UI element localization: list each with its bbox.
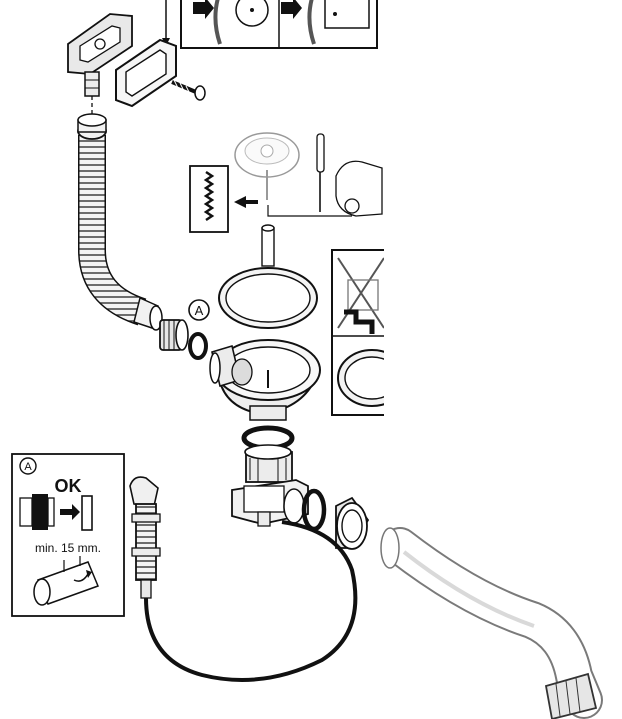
pop-up-threaded-body xyxy=(131,503,161,599)
strainer-basket xyxy=(234,132,300,200)
waste-outlet-body xyxy=(209,339,321,421)
overflow-gasket xyxy=(115,38,177,108)
fixing-screw xyxy=(171,79,206,101)
callout-a-label: A xyxy=(195,303,204,318)
hose-washer xyxy=(188,332,208,360)
tailpiece-nut xyxy=(544,672,598,719)
pop-up-knob xyxy=(129,476,159,507)
callout-a: A xyxy=(188,299,210,321)
sealing-ring xyxy=(218,267,318,329)
hose-lock-nut xyxy=(159,319,189,351)
overflow-step-panel xyxy=(180,0,378,49)
overflow-hose xyxy=(77,113,163,331)
left-arrow-icon xyxy=(234,196,258,208)
cable-detail-box xyxy=(189,165,229,233)
right-arrow-icon xyxy=(60,504,80,520)
curved-tailpiece xyxy=(380,527,603,719)
fitting-icon xyxy=(19,494,55,530)
overflow-head xyxy=(67,13,133,120)
step-arrow-icon xyxy=(193,0,302,19)
hand-icon xyxy=(335,160,383,217)
pipe-end-icon xyxy=(81,495,93,531)
inset-a-letter: A xyxy=(24,461,32,473)
pipe-insertion-icon xyxy=(33,556,99,606)
screwdriver xyxy=(316,133,325,212)
guide-tube xyxy=(261,224,275,267)
trap-body xyxy=(231,444,309,527)
outlet-nut xyxy=(335,496,370,550)
bowden-cable xyxy=(144,520,358,682)
ok-label: OK xyxy=(55,476,82,496)
min-length-label: min. 15 mm. xyxy=(35,541,101,555)
inset-a-panel: A OK min. 15 mm. xyxy=(11,453,125,617)
